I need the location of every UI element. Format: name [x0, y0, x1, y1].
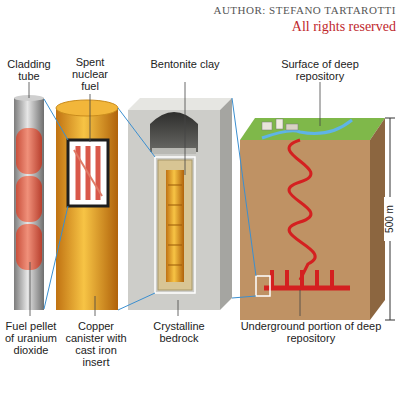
- leader-line: [29, 82, 30, 98]
- zoom-line: [232, 296, 256, 298]
- building: [276, 119, 283, 129]
- zoom-lines: [232, 98, 256, 298]
- bedrock-top: [128, 98, 232, 110]
- zoom-line: [118, 108, 155, 157]
- zoom-lines: [118, 108, 155, 310]
- main-tunnel: [264, 286, 350, 291]
- part-label: Bentonite clay: [150, 58, 220, 70]
- part-label: Spent nuclear fuel: [62, 56, 118, 92]
- fuel-pellet: [16, 176, 42, 222]
- canister: [166, 170, 184, 282]
- copper-canister: [56, 100, 118, 310]
- leader-line: [90, 94, 91, 142]
- leader-line: [185, 82, 186, 175]
- author-credit: AUTHOR: STEFANO TARTAROTTI: [200, 4, 396, 16]
- rock-front: [240, 140, 370, 320]
- bedrock-side: [220, 98, 232, 310]
- part-label: Surface of deep repository: [262, 58, 378, 82]
- cladding-tube: [14, 95, 44, 310]
- tunnel-floor: [152, 148, 196, 154]
- leader-line: [30, 262, 31, 316]
- river: [262, 120, 352, 138]
- repository-block: [240, 118, 385, 320]
- ground-surface: [240, 118, 385, 140]
- leader-line: [95, 296, 96, 316]
- depth-bracket: [385, 118, 395, 320]
- zoom-line: [44, 206, 68, 309]
- building: [286, 124, 298, 130]
- dimension-label: 500 m: [384, 197, 396, 241]
- bentonite-clay: [158, 160, 192, 290]
- deposition-tunnels: [272, 270, 332, 288]
- leader-line: [320, 82, 321, 126]
- canister-detail: [168, 185, 182, 265]
- leader-line: [178, 300, 179, 316]
- part-label: Fuel pellet of uranium dioxide: [0, 320, 62, 356]
- zoom-lines: [44, 99, 68, 309]
- building: [262, 122, 272, 130]
- canister-body: [56, 108, 118, 310]
- iron-insert: [68, 140, 108, 206]
- tube-body: [14, 98, 44, 310]
- dimension-ticks: [385, 118, 395, 320]
- fuel-rods: [74, 150, 102, 196]
- part-label: Underground portion of deep repository: [236, 320, 386, 344]
- leader-line: [300, 290, 301, 316]
- part-label: Copper canister with cast iron insert: [64, 320, 128, 368]
- zoom-frame: [155, 157, 195, 293]
- zoom-line: [118, 293, 155, 310]
- access-ramp: [289, 140, 315, 280]
- zoom-line: [44, 99, 68, 140]
- fuel-pellet: [16, 224, 42, 270]
- leader-lines: [29, 82, 320, 316]
- fuel-pellet: [16, 128, 42, 174]
- bentonite-block: [128, 98, 232, 310]
- part-label: Cladding tube: [0, 58, 58, 82]
- copyright-note: All rights reserved: [230, 19, 396, 34]
- rock-side: [370, 118, 385, 320]
- zoom-line: [232, 98, 256, 276]
- part-label: Crystalline bedrock: [140, 320, 218, 344]
- tunnel-arch: [150, 112, 198, 152]
- canister-top: [56, 100, 118, 116]
- zoom-frame: [256, 276, 270, 296]
